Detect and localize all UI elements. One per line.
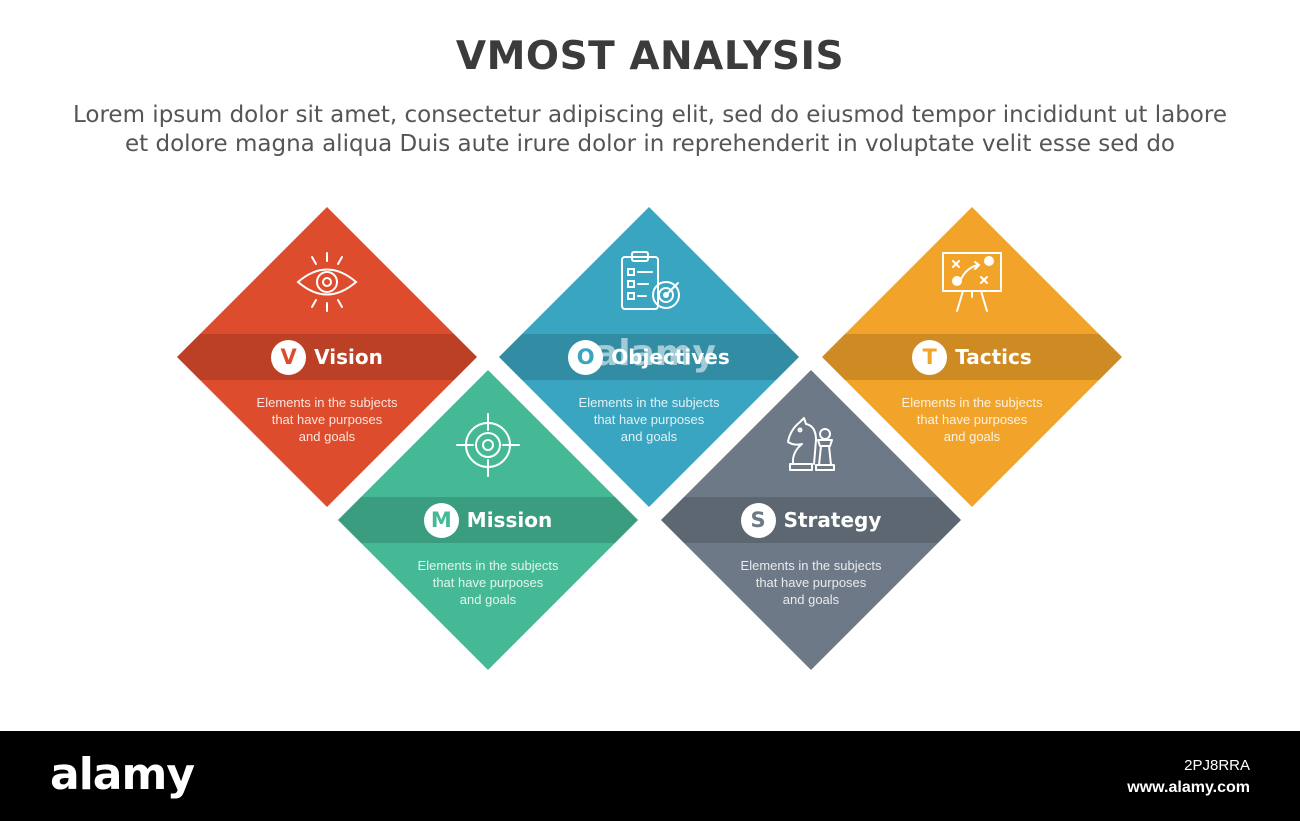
description-line: that have purposes	[916, 412, 1028, 427]
item-description: Elements in the subjects that have purpo…	[398, 557, 578, 608]
image-id: 2PJ8RRA	[1184, 757, 1250, 774]
item-label: Vision	[314, 345, 383, 369]
letter-badge: M	[423, 502, 459, 538]
page-title: VMOST ANALYSIS	[455, 34, 845, 79]
description-line: Elements in the subjects	[417, 558, 559, 573]
item-label: Objectives	[611, 345, 730, 369]
label-row: V Vision	[177, 338, 477, 376]
description-line: that have purposes	[271, 412, 383, 427]
description-line: and goals	[620, 429, 678, 444]
item-label: Tactics	[955, 345, 1032, 369]
description-line: and goals	[298, 429, 356, 444]
description-line: Elements in the subjects	[901, 395, 1043, 410]
description-line: and goals	[943, 429, 1001, 444]
subtitle: Lorem ipsum dolor sit amet, consectetur …	[40, 101, 1260, 159]
subtitle-line: Lorem ipsum dolor sit amet, consectetur …	[73, 102, 1227, 128]
description-line: and goals	[459, 592, 517, 607]
item-description: Elements in the subjects that have purpo…	[721, 557, 901, 608]
letter-badge: V	[271, 339, 307, 375]
description-line: Elements in the subjects	[578, 395, 720, 410]
item-description: Elements in the subjects that have purpo…	[237, 394, 417, 445]
item-label: Mission	[466, 508, 553, 532]
strategy-board-icon	[937, 247, 1007, 317]
watermark-url: www.alamy.com	[1127, 779, 1250, 796]
label-band	[822, 334, 1122, 380]
label-row: T Tactics	[822, 338, 1122, 376]
checklist-target-icon	[614, 247, 684, 317]
item-description: Elements in the subjects that have purpo…	[882, 394, 1062, 445]
crosshair-target-icon	[453, 410, 523, 480]
description-line: that have purposes	[432, 575, 544, 590]
eye-icon	[292, 247, 362, 317]
watermark-id: 2PJ8RRA www.alamy.com	[1127, 755, 1250, 799]
label-row: M Mission	[338, 501, 638, 539]
item-description: Elements in the subjects that have purpo…	[559, 394, 739, 445]
letter-badge: S	[740, 502, 776, 538]
description-line: that have purposes	[755, 575, 867, 590]
watermark-bar: alamy 2PJ8RRA www.alamy.com	[0, 731, 1300, 821]
description-line: Elements in the subjects	[740, 558, 882, 573]
description-line: that have purposes	[593, 412, 705, 427]
watermark-center: alamy	[594, 333, 716, 374]
label-band	[177, 334, 477, 380]
label-band	[499, 334, 799, 380]
subtitle-line: et dolore magna aliqua Duis aute irure d…	[124, 131, 1175, 157]
description-line: and goals	[782, 592, 840, 607]
letter-badge: T	[912, 339, 948, 375]
letter-badge: O	[568, 339, 604, 375]
label-row: O Objectives	[499, 338, 799, 376]
label-band	[338, 497, 638, 543]
label-band	[661, 497, 961, 543]
description-line: Elements in the subjects	[256, 395, 398, 410]
watermark-logo: alamy	[50, 749, 195, 800]
item-label: Strategy	[783, 508, 882, 532]
label-row: S Strategy	[661, 501, 961, 539]
chess-knight-icon	[776, 410, 846, 480]
